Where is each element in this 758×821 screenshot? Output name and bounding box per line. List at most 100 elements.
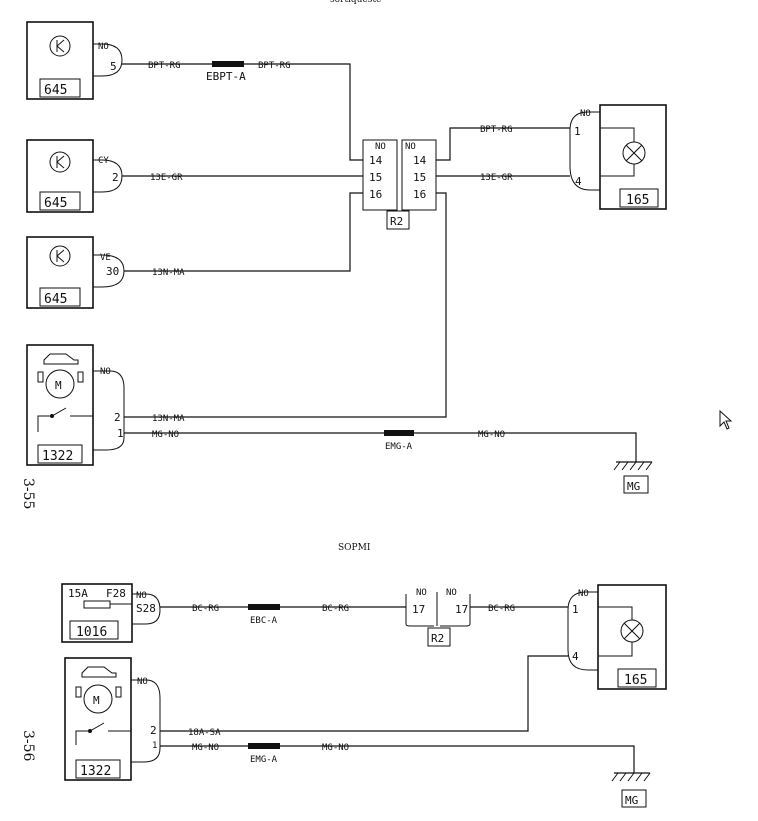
connector-r2-a-right-color: NO [405, 142, 416, 152]
wires-section-a [122, 61, 637, 462]
section-b-id: 3-56 [20, 730, 36, 762]
contact-switch-icon [75, 722, 131, 745]
svg-text:M: M [55, 379, 62, 392]
splice-emg-a-label: EMG-A [385, 442, 413, 452]
motor-icon: M [75, 684, 122, 714]
connector-pin-14-l: 14 [369, 154, 383, 167]
relay-645-a-color: NO [98, 42, 109, 52]
motor-1322-a-pin-b: 1 [117, 427, 124, 440]
connector-pin-16-l: 16 [369, 188, 382, 201]
lamp-165-b-pin-a: 1 [572, 603, 579, 616]
motor-1322-b-code: 1322 [80, 764, 111, 779]
connector-pin-14-r: 14 [413, 154, 427, 167]
wire-a5-right-label: MG-NO [478, 430, 505, 440]
lamp-165-a: 165 NO 1 4 [569, 104, 667, 210]
fuse-ref: F28 [106, 587, 126, 600]
wire-a3-label: 13N-MA [152, 268, 185, 278]
contact-switch-icon [37, 407, 93, 432]
fuse-color: NO [136, 591, 147, 601]
motor-1322-b-color: NO [137, 677, 148, 687]
relay-645-b: 645 CY 2 [26, 139, 123, 213]
lamp-icon [600, 127, 646, 177]
car-icon [81, 666, 117, 678]
motor-1322-a-code: 1322 [42, 449, 73, 464]
lamp-165-a-code: 165 [626, 193, 649, 208]
motor-1322-b-pin-b: 1 [152, 741, 157, 751]
splice-emg-a-b-label: EMG-A [250, 755, 278, 765]
relay-645-a-pin: 5 [110, 60, 117, 73]
connector-r2-a-code: R2 [390, 215, 403, 228]
connector-pin-15-l: 15 [369, 171, 382, 184]
page-header: sortiqueste [330, 0, 381, 5]
wire-b1b-label: BC-RG [322, 604, 349, 614]
connector-r2-b-right-color: NO [446, 588, 457, 598]
wire-a5-left-label: MG-NO [152, 430, 179, 440]
motor-1322-a: 1322 M NO 2 1 [26, 344, 125, 466]
lamp-165-a-color: NO [580, 109, 591, 119]
ground-icon: MG [611, 772, 651, 808]
wire-b3a-label: MG-NO [192, 743, 219, 753]
motor-1322-b: 1322 M NO 2 1 [64, 657, 161, 781]
connector-pin-15-r: 15 [413, 171, 426, 184]
relay-switch-icon [49, 245, 71, 267]
relay-645-a-code: 645 [44, 83, 67, 98]
wire-a-top-right-label: BPT-RG [480, 125, 513, 135]
wire-b1c-label: BC-RG [488, 604, 515, 614]
wire-a-mid-right-label: 13E-GR [480, 173, 513, 183]
connector-r2-b-left-color: NO [416, 588, 427, 598]
connector-r2-a: R2 NO NO 14 15 16 14 15 16 [362, 139, 437, 230]
wire-a4-label: 13N-MA [152, 414, 185, 424]
lamp-165-a-pin-b: 4 [575, 175, 582, 188]
fuse-code: 1016 [76, 625, 107, 640]
car-icon [43, 353, 79, 365]
relay-645-b-code: 645 [44, 196, 67, 211]
connector-r2-b: R2 NO NO 17 17 [405, 588, 471, 647]
splice-ebpt-a-label: EBPT-A [206, 70, 246, 83]
connector-pin-16-r: 16 [413, 188, 426, 201]
ground-icon: MG [613, 461, 653, 494]
relay-645-c-pin: 30 [106, 265, 119, 278]
wire-b1a-label: BC-RG [192, 604, 219, 614]
section-b-title: SOPMI [338, 543, 371, 553]
ground-a-label: MG [627, 480, 640, 493]
motor-1322-b-pin-a: 2 [150, 724, 157, 737]
lamp-165-b-color: NO [578, 589, 589, 599]
wire-a1-left-label: BPT-RG [148, 61, 181, 71]
wire-b3b-label: MG-NO [322, 743, 349, 753]
motor-icon: M [37, 369, 84, 399]
splice-ebc-a-label: EBC-A [250, 616, 278, 626]
lamp-165-b-pin-b: 4 [572, 650, 579, 663]
lamp-165-b-code: 165 [624, 673, 647, 688]
svg-text:M: M [93, 694, 100, 707]
wires-section-b [160, 604, 635, 773]
fuse-rating: 15A [68, 587, 88, 600]
wire-a2-label: 13E-GR [150, 173, 183, 183]
connector-r2-a-left-color: NO [375, 142, 386, 152]
fuse-1016: 15A F28 1016 NO S28 [61, 583, 161, 643]
relay-645-c: 645 VE 30 [26, 236, 125, 309]
motor-1322-a-pin-a: 2 [114, 411, 121, 424]
relay-645-b-pin: 2 [112, 171, 119, 184]
lamp-165-a-pin-a: 1 [574, 125, 581, 138]
wire-b2-label: 18A-SA [188, 728, 221, 738]
relay-switch-icon [49, 151, 71, 173]
fuse-icon [83, 600, 132, 609]
mouse-cursor-icon [719, 409, 733, 430]
relay-switch-icon [49, 35, 71, 57]
section-a-id: 3-55 [20, 478, 36, 509]
ground-b-label: MG [625, 794, 638, 807]
lamp-165-b: 165 NO 1 4 [567, 584, 667, 690]
connector-r2-b-code: R2 [431, 632, 444, 645]
connector-r2-b-pin-left: 17 [412, 603, 425, 616]
motor-1322-a-color: NO [100, 367, 111, 377]
relay-645-a: 645 NO 5 [26, 21, 123, 100]
relay-645-c-code: 645 [44, 292, 67, 307]
wire-a1-right-label: BPT-RG [258, 61, 291, 71]
connector-r2-b-pin-right: 17 [455, 603, 468, 616]
fuse-pin: S28 [136, 602, 156, 615]
relay-645-b-color: CY [98, 156, 109, 166]
relay-645-c-color: VE [100, 253, 111, 263]
lamp-icon [598, 606, 644, 657]
